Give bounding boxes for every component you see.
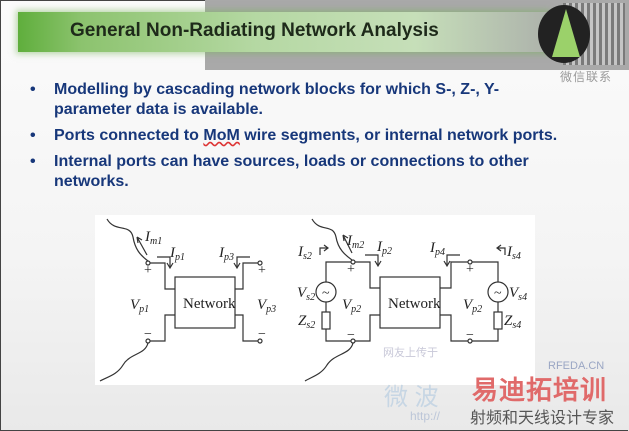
bullet-icon: • — [30, 127, 36, 144]
bullet-text: Internal ports can have sources, loads o… — [54, 153, 529, 190]
source — [315, 281, 337, 303]
minus-sign: − — [347, 328, 355, 343]
circuit-label: Vp2 — [342, 297, 361, 315]
plus-sign: + — [347, 262, 355, 277]
network-label: Network — [183, 296, 236, 312]
terminal — [350, 259, 356, 265]
bullet-text: wire segments, or internal network ports… — [239, 127, 558, 144]
watermark-faint: 微 波 — [384, 384, 439, 411]
bullet-item: • Modelling by cascading network blocks f… — [30, 80, 570, 120]
spellcheck-word: MoM — [203, 127, 240, 144]
arrow-icon — [233, 256, 250, 270]
arrow-icon — [136, 236, 148, 256]
watermark-faint: 网友上传于 — [383, 347, 438, 359]
source — [487, 281, 509, 303]
wire-segment — [304, 342, 354, 382]
circuit-label: Vp1 — [130, 297, 149, 315]
circuit-label: Vs4 — [509, 285, 527, 303]
plus-sign: + — [466, 262, 474, 277]
plus-sign: + — [144, 263, 152, 278]
resistor — [321, 311, 331, 330]
arrow-icon — [496, 244, 506, 255]
arrow-icon — [443, 254, 460, 268]
circuit-label: Ip1 — [169, 245, 185, 263]
slide-title: General Non-Radiating Network Analysis — [70, 20, 439, 41]
arrow-icon — [319, 244, 329, 255]
arrow-icon — [157, 256, 174, 270]
circuit-label: Zs4 — [504, 313, 521, 331]
network-label: Network — [388, 296, 441, 312]
source-symbol: ~ — [322, 286, 330, 301]
minus-sign: − — [466, 328, 474, 343]
bullet-icon: • — [30, 81, 36, 98]
bullet-item: • Ports connected to MoM wire segments, o… — [30, 126, 570, 146]
terminal — [257, 338, 263, 344]
circuit-label: Vp2 — [463, 297, 482, 315]
bullet-item: • Internal ports can have sources, loads … — [30, 152, 570, 192]
wire-segment — [311, 218, 353, 261]
minus-sign: − — [258, 327, 266, 342]
bullet-icon: • — [30, 153, 36, 170]
circuit-label: Ip2 — [376, 239, 392, 257]
circuit-label: Ip4 — [429, 240, 445, 258]
network-box — [379, 276, 441, 329]
right-circuit — [304, 218, 509, 382]
watermark-brand: 易迪拓培训 — [472, 375, 608, 405]
terminal — [467, 338, 473, 344]
bullet-text: Ports connected to — [54, 127, 204, 144]
resistor — [493, 311, 503, 330]
minus-sign: − — [144, 327, 152, 342]
wire-segment — [99, 342, 149, 382]
circuit-label: Vs2 — [297, 285, 315, 303]
circuit-label: Im1 — [144, 229, 162, 247]
network-box — [174, 276, 236, 329]
source-symbol: ~ — [494, 286, 502, 301]
bullet-list: • Modelling by cascading network blocks f… — [30, 80, 570, 198]
logo-icon — [538, 5, 590, 63]
arrow-icon — [342, 234, 353, 254]
circuit-label: Is4 — [506, 244, 521, 262]
watermark-site: RFEDA.CN — [548, 360, 605, 372]
arrow-icon — [365, 254, 382, 268]
watermark-url: http:// — [410, 409, 441, 423]
bullet-text: Modelling by cascading network blocks fo… — [54, 81, 500, 118]
wechat-watermark: 微信联系 — [560, 70, 613, 84]
plus-sign: + — [258, 263, 266, 278]
circuit-label: Is2 — [297, 244, 312, 262]
title-bar — [18, 12, 548, 52]
terminal — [257, 260, 263, 266]
circuit-label: Vp3 — [257, 297, 276, 315]
left-circuit — [99, 218, 263, 382]
circuit-label: Ip3 — [218, 245, 234, 263]
terminal — [467, 259, 473, 265]
watermark-slogan: 射频和天线设计专家 — [470, 410, 615, 427]
circuit-label: Im2 — [346, 233, 364, 251]
wire-segment — [106, 218, 149, 262]
circuit-label: Zs2 — [298, 313, 315, 331]
